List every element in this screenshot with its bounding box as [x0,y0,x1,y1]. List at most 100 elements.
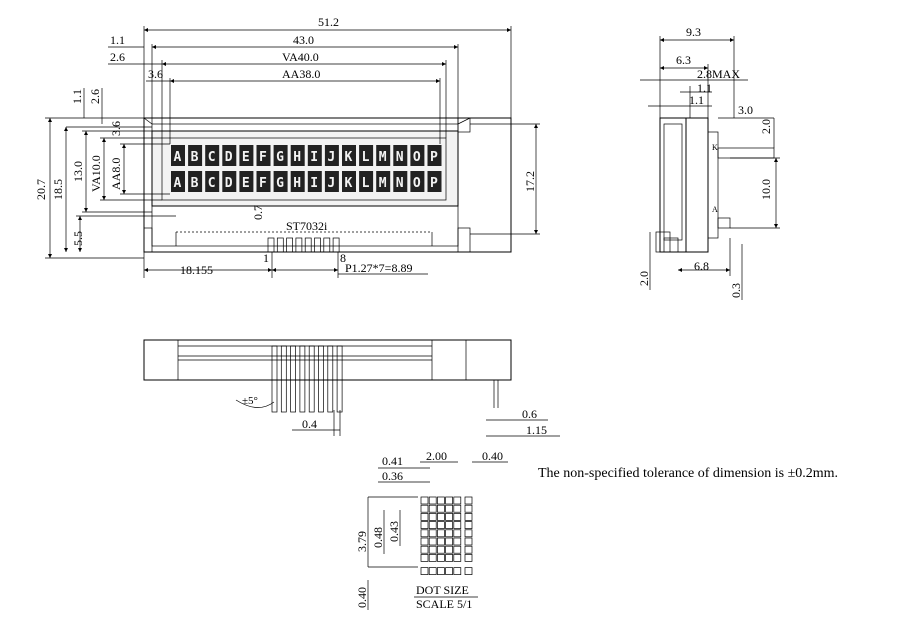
dim-pin-width: 0.4 [302,417,317,431]
pin [332,237,340,253]
pin-leg [336,345,343,413]
pin-first-label: 1 [263,251,269,265]
side-view: K A 9.3 6.3 2.8MAX 1.1 1.1 3.0 2.0 10.0 … [637,25,780,300]
char-glyph: B [191,176,199,191]
char-glyph: M [379,150,387,165]
char-cell [342,145,356,166]
cursor-dot [428,567,437,575]
dim-dot-w1: 0.41 [382,454,403,468]
char-cell [256,145,271,166]
char-glyph: A [174,176,182,191]
char-cell [324,145,339,166]
dot [445,537,453,546]
dot [428,521,437,529]
dot [428,504,437,513]
char-glyph: A [174,150,182,165]
char-glyph: D [225,150,233,165]
char-glyph: I [310,150,318,165]
dot [464,529,473,538]
dot [445,496,453,505]
char-glyph: K [345,150,353,165]
char-cell [290,145,305,166]
dim-height-pcb: 18.5 [51,179,65,200]
dot [437,513,445,521]
char-glyph: I [310,176,318,191]
dot [437,529,445,538]
dim-pin-gap: 0.7 [251,205,265,220]
dim-aa-width: AA38.0 [282,67,320,81]
dot [428,513,437,521]
dot [420,545,429,554]
dim-side-h3: 2.0 [637,271,651,286]
char-cell [342,171,356,192]
pin-a-label: A [712,205,718,214]
dim-dot-h-total: 3.79 [355,531,369,552]
dot [428,537,437,546]
dim-angle: ±5° [242,395,258,407]
pin-header-bottom [271,345,343,413]
dot [445,545,453,554]
char-glyph: N [396,176,404,191]
dim-pitch: P1.27*7=8.89 [345,261,412,275]
char-glyph: C [208,150,216,165]
dot [453,545,462,554]
dot [464,504,473,513]
pin-leg [280,345,287,413]
pin-leg [327,345,334,413]
dot [453,513,462,521]
char-cell [359,145,374,166]
dot-size-detail: 0.41 0.36 2.00 0.40 3.79 0.48 0.43 0.40 … [355,449,508,611]
dot [420,554,429,562]
dim-dot-pitch: 2.00 [426,449,447,463]
char-glyph: O [413,176,421,191]
dim-side-w4: 1.1 [689,93,704,107]
pin-leg [318,345,324,413]
char-glyph: E [242,176,250,191]
char-cell [205,171,220,192]
dim-top-1: 1.1 [70,89,84,104]
char-glyph: G [276,150,284,165]
dim-height-va-outer: 13.0 [71,161,85,182]
char-glyph: M [379,176,387,191]
dot [437,496,445,505]
char-cell [307,171,322,192]
char-cell [393,145,408,166]
char-cell [239,145,254,166]
dim-height-overall: 20.7 [34,179,48,200]
dot [464,554,473,562]
dot [420,504,429,513]
char-cell [171,171,185,192]
bottom-view: ±5° 0.4 0.6 1.15 [143,339,560,437]
tolerance-note: The non-specified tolerance of dimension… [538,466,838,481]
dot [453,521,462,529]
pin-leg [271,345,278,413]
dot [445,554,453,562]
cursor-dot [437,567,445,575]
dot [420,529,429,538]
char-glyph: L [362,150,370,165]
char-cell [171,145,185,166]
dot [437,521,445,529]
char-glyph: K [345,176,353,191]
dot [437,545,445,554]
dim-side-h2: 10.0 [759,179,773,200]
char-cell [222,145,237,166]
dot [445,521,453,529]
dim-d1: 0.6 [522,407,537,421]
pin [323,237,331,253]
dim-side-w5: 3.0 [738,103,753,117]
dim-top-3: 3.6 [109,121,123,136]
char-cell [273,145,288,166]
char-glyph: H [293,150,301,165]
pin [276,237,284,253]
dim-bezel-width: 43.0 [293,33,314,47]
dot [420,521,429,529]
dim-d2: 1.15 [526,423,547,437]
dot [428,545,437,554]
dim-left-2: 2.6 [110,50,125,64]
dot [464,521,473,529]
pin [295,237,303,253]
char-glyph: L [362,176,370,191]
